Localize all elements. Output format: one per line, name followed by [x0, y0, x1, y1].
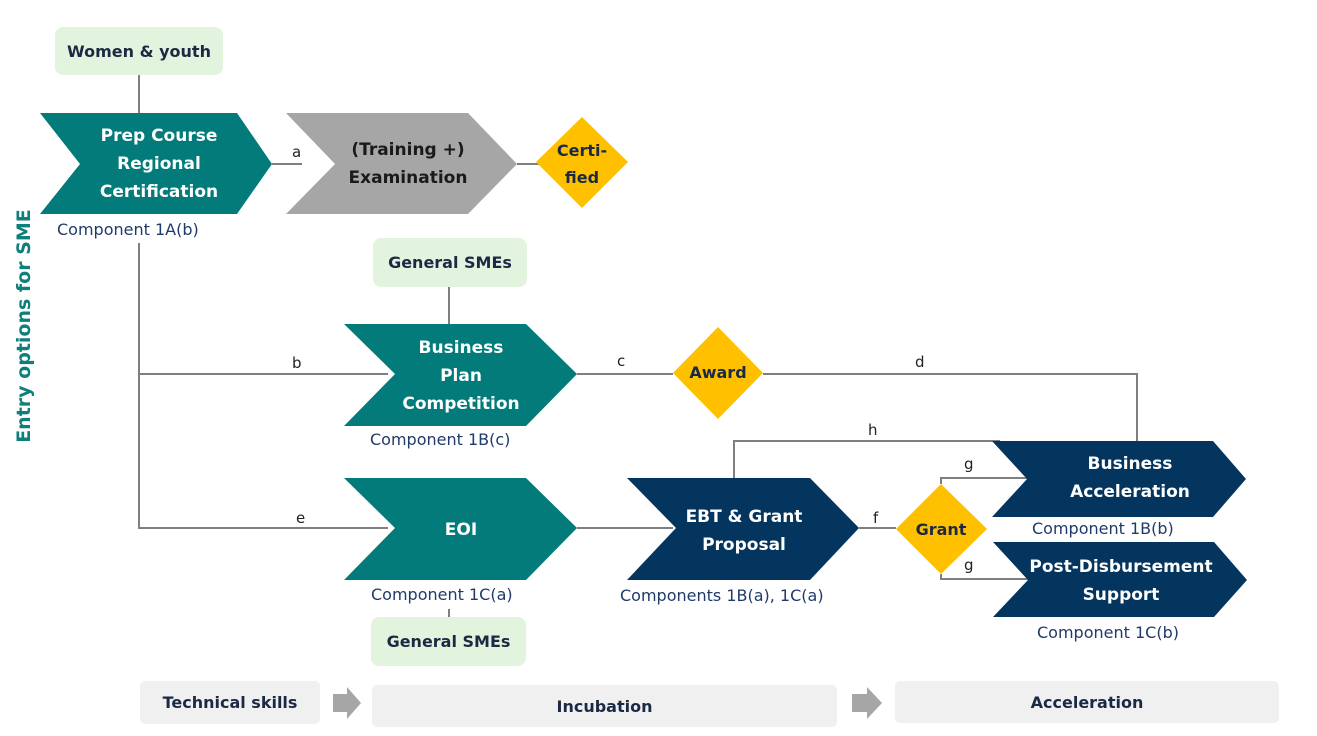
stage-arrow-icon-2: [852, 687, 882, 719]
post-disbursement-line-2: Support: [1083, 585, 1160, 605]
connectors: [138, 75, 1138, 617]
diamond-certified: [536, 117, 628, 208]
tag-women-youth: Women & youth: [55, 27, 223, 75]
edge-label-d: d: [915, 353, 925, 371]
prep-course-line-1: Prep Course: [101, 126, 218, 146]
training-exam-line-2: Examination: [349, 168, 468, 188]
chevron-ebt-grant: [627, 478, 859, 580]
stage-arrow-icon-1: [333, 687, 361, 719]
business-plan-line-1: Business: [419, 338, 504, 358]
connector-g-top: [940, 477, 1028, 484]
edge-label-c: c: [617, 352, 626, 370]
diamond-grant: [896, 484, 987, 574]
connector-g-bottom: [940, 574, 1028, 580]
edge-label-b: b: [292, 354, 302, 372]
edge-label-e: e: [296, 509, 306, 527]
award-label: Award: [689, 363, 746, 382]
ebt-grant-line-1: EBT & Grant: [686, 507, 803, 527]
entry-options-title: Entry options for SME: [13, 209, 35, 443]
prep-course-line-3: Certification: [100, 182, 218, 202]
edge-label-g-bottom: g: [964, 556, 974, 574]
edge-label-g-top: g: [964, 455, 974, 473]
chevron-business-plan: [344, 324, 577, 426]
ebt-grant-line-2: Proposal: [702, 535, 786, 555]
grant-label: Grant: [916, 520, 967, 539]
stage-acceleration: Acceleration: [895, 681, 1279, 723]
diamond-award: [673, 327, 763, 419]
edge-label-a: a: [292, 143, 302, 161]
business-plan-line-2: Plan: [440, 366, 482, 386]
chevron-post-disbursement: [993, 542, 1247, 617]
connector-e: [138, 243, 388, 529]
edge-label-f: f: [873, 509, 879, 527]
business-acceleration-line-2: Acceleration: [1070, 482, 1190, 502]
chevron-business-acceleration: [992, 441, 1246, 517]
component-label-prep-course: Component 1A(b): [57, 220, 199, 239]
prep-course-line-2: Regional: [117, 154, 201, 174]
component-label-ebt-grant: Components 1B(a), 1C(a): [620, 586, 824, 605]
eoi-label: EOI: [445, 520, 477, 540]
component-label-business-plan: Component 1B(c): [370, 430, 511, 449]
business-acceleration-line-1: Business: [1088, 454, 1173, 474]
chevron-eoi: [344, 478, 577, 580]
chevron-prep-course: [40, 113, 272, 214]
post-disbursement-line-1: Post-Disbursement: [1029, 557, 1212, 577]
training-exam-line-1: (Training +): [351, 140, 464, 160]
chevron-training-exam: [286, 113, 517, 214]
edge-label-h: h: [868, 421, 878, 439]
connector-h: [733, 440, 1000, 478]
certified-line-2: fied: [565, 168, 599, 187]
stage-technical-skills: Technical skills: [140, 681, 320, 724]
connector-d: [763, 373, 1138, 441]
component-label-eoi: Component 1C(a): [371, 585, 513, 604]
business-plan-line-3: Competition: [402, 394, 519, 414]
component-label-business-acceleration: Component 1B(b): [1032, 519, 1174, 538]
certified-line-1: Certi-: [557, 141, 607, 160]
stage-incubation: Incubation: [372, 685, 837, 727]
tag-general-smes-bottom: General SMEs: [371, 617, 526, 666]
component-label-post-disbursement: Component 1C(b): [1037, 623, 1179, 642]
tag-general-smes-top: General SMEs: [373, 238, 527, 287]
